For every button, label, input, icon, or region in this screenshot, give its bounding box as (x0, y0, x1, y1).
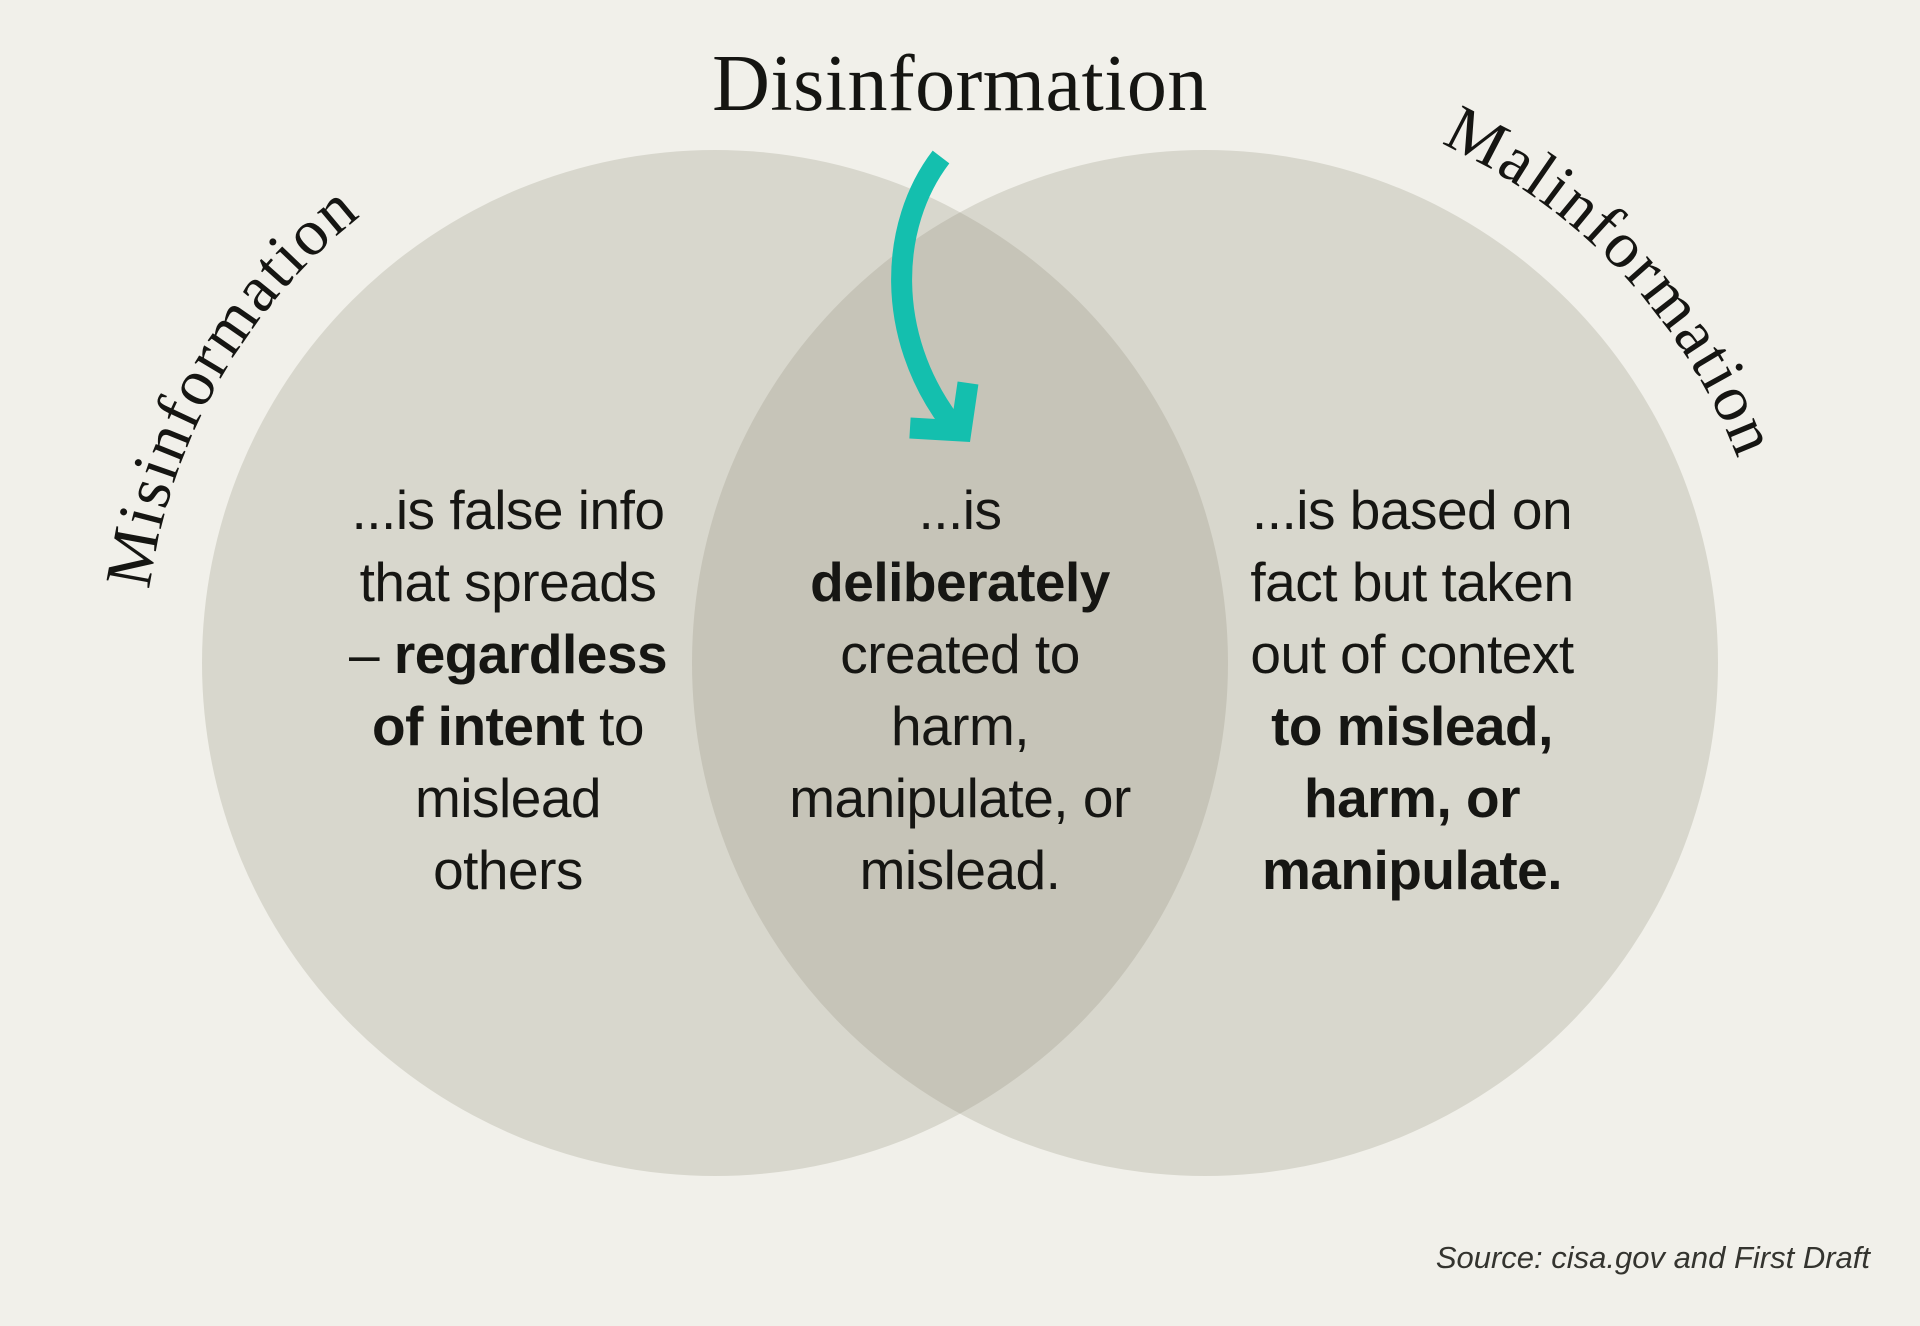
text-segment: manipulate, or (789, 767, 1131, 829)
text-segment: ...is (918, 479, 1002, 541)
text-segment: that spreads (359, 551, 657, 613)
disinformation-description: ...is deliberately created to harm, mani… (700, 474, 1220, 906)
text-line: to mislead, (1152, 690, 1672, 762)
curved-arrow-icon (891, 150, 979, 443)
text-line: created to (700, 618, 1220, 690)
text-segment: out of context (1250, 623, 1574, 685)
text-line: of intent to (248, 690, 768, 762)
malinformation-description: ...is based on fact but taken out of con… (1152, 474, 1672, 906)
text-segment: created to (840, 623, 1080, 685)
text-segment-bold: manipulate. (1261, 839, 1563, 901)
text-segment: mislead (414, 767, 602, 829)
text-line: deliberately (700, 546, 1220, 618)
text-line: harm, or (1152, 762, 1672, 834)
text-segment: to (584, 695, 645, 757)
text-segment-bold: deliberately (810, 551, 1110, 613)
text-segment-bold: of intent (371, 695, 585, 757)
text-segment: ...is based on (1251, 479, 1573, 541)
source-credit: Source: cisa.gov and First Draft (1435, 1240, 1870, 1275)
text-line: manipulate, or (700, 762, 1220, 834)
text-segment: ...is false info (351, 479, 665, 541)
text-segment: others (433, 839, 583, 901)
text-segment: mislead. (859, 839, 1061, 901)
text-line: ...is based on (1152, 474, 1672, 546)
misinformation-description: ...is false info that spreads – regardle… (248, 474, 768, 906)
text-line: fact but taken (1152, 546, 1672, 618)
text-line: – regardless (248, 618, 768, 690)
text-line: others (248, 834, 768, 906)
text-line: ...is (700, 474, 1220, 546)
text-line: ...is false info (248, 474, 768, 546)
text-segment: harm, (890, 695, 1030, 757)
text-segment: fact but taken (1250, 551, 1574, 613)
arrow-head (909, 381, 979, 443)
text-segment-bold: regardless (393, 623, 668, 685)
text-segment: – (348, 623, 394, 685)
text-line: that spreads (248, 546, 768, 618)
arrow-shaft (891, 150, 959, 429)
text-line: harm, (700, 690, 1220, 762)
text-line: out of context (1152, 618, 1672, 690)
text-segment-bold: to mislead, (1271, 695, 1553, 757)
text-line: manipulate. (1152, 834, 1672, 906)
text-line: mislead. (700, 834, 1220, 906)
page-title: Disinformation (712, 40, 1208, 128)
text-line: mislead (248, 762, 768, 834)
text-segment-bold: harm, or (1303, 767, 1521, 829)
